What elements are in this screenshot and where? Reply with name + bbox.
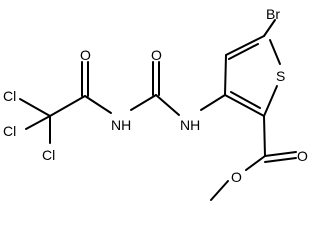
bond-c3-c2-double bbox=[230, 91, 261, 109]
atom-o-acyl: O bbox=[80, 47, 91, 63]
bond-c3-c2 bbox=[224, 94, 265, 117]
bond-cester-o-carbonyl-double bbox=[264, 157, 297, 163]
atom-cl-bottom: Cl bbox=[42, 147, 55, 163]
atom-br: Br bbox=[266, 6, 280, 22]
bond-cester-o-ester bbox=[245, 155, 266, 171]
atom-nh-left: NH bbox=[111, 117, 131, 133]
bond-c5-c4-double bbox=[228, 43, 259, 60]
atom-o-urea: O bbox=[151, 47, 162, 63]
atom-s: S bbox=[276, 68, 285, 84]
atom-cl-top: Cl bbox=[3, 88, 16, 104]
bond-c4-c3 bbox=[224, 54, 227, 96]
atom-labels: Br S NH NH O O O O Cl Cl Cl bbox=[3, 6, 308, 185]
atom-nh-right: NH bbox=[180, 117, 200, 133]
bond-cacyl-ccl3 bbox=[49, 95, 86, 117]
bonds bbox=[19, 19, 297, 201]
bond-c2-cester bbox=[263, 115, 266, 157]
bond-c3-nh bbox=[200, 94, 226, 111]
bond-c2-s bbox=[263, 85, 278, 117]
bond-c5-c4 bbox=[225, 35, 265, 56]
bond-c5-br bbox=[263, 19, 276, 37]
bond-s-c5 bbox=[269, 39, 281, 65]
bond-nh-curea bbox=[155, 94, 180, 116]
bond-c-cl-left bbox=[25, 115, 51, 130]
atom-o-ester: O bbox=[231, 169, 242, 185]
structure-diagram: Br S NH NH O O O O Cl Cl Cl bbox=[3, 6, 308, 201]
bond-curea-nh bbox=[130, 94, 157, 111]
bond-nh-cacyl bbox=[84, 95, 112, 114]
atom-o-ester-carbonyl: O bbox=[297, 148, 308, 164]
bond-o-methyl bbox=[210, 180, 229, 201]
bond-cester-o-carbonyl bbox=[264, 151, 297, 157]
bond-c-cl-top bbox=[19, 98, 51, 117]
atom-cl-left: Cl bbox=[3, 123, 16, 139]
